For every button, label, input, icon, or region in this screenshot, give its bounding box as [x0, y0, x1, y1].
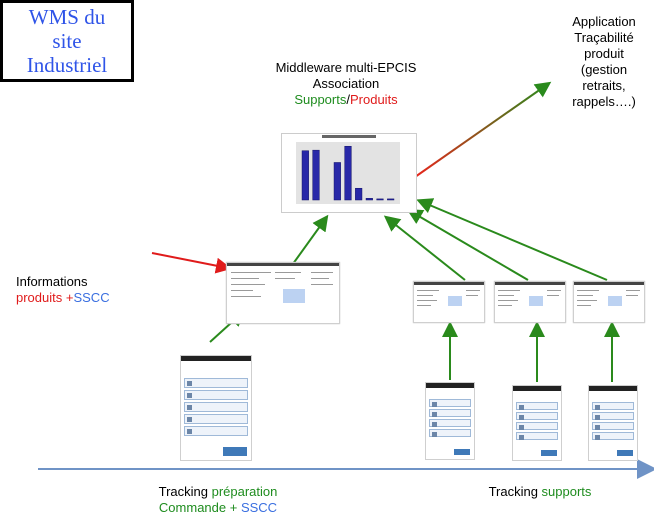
wms-box: WMS du site Industriel	[0, 0, 134, 82]
informations-line2: produits +SSCC	[16, 290, 110, 306]
wms-to-screen-arrow	[151, 252, 232, 274]
screenshot-supports-a	[413, 281, 485, 323]
produits-text: Produits	[349, 92, 398, 107]
phone-supports-b	[512, 385, 562, 461]
tracking-prefix: Tracking	[158, 484, 212, 499]
chart-bar	[312, 149, 320, 201]
middleware-to-application-arrow	[414, 81, 552, 178]
application-line: rappels….)	[572, 94, 636, 109]
chart-title-mark	[322, 135, 376, 138]
middleware-chart	[281, 133, 417, 213]
screen-to-middleware-arrow	[289, 214, 329, 269]
middleware-line3: Supports/Produits	[236, 92, 456, 108]
tracking-preparation-label: Tracking préparation Commande + SSCC	[128, 484, 308, 516]
tracking-prep-line1: Tracking préparation	[128, 484, 308, 500]
chart-bar	[376, 198, 384, 201]
chart-svg	[301, 145, 395, 201]
chart-bar	[333, 162, 341, 201]
slash-text: /	[346, 92, 350, 107]
middleware-label: Middleware multi-EPCIS Association Suppo…	[236, 60, 456, 108]
wms-line3: Industriel	[26, 53, 108, 77]
screenshot-supports-c	[573, 281, 645, 323]
chart-bar	[387, 198, 395, 201]
informations-line1: Informations	[16, 274, 88, 289]
middleware-line1: Middleware multi-EPCIS	[275, 60, 417, 75]
application-line: (gestion	[580, 62, 628, 77]
screenshot-wms-interface	[226, 262, 340, 324]
tracking-prep-line2: Commande + SSCC	[128, 500, 308, 516]
chart-plot-area	[296, 142, 400, 204]
screenshot-supports-b	[494, 281, 566, 323]
screen-a-to-middleware-arrow	[383, 215, 466, 281]
application-label: Application Traçabilité produit (gestion…	[556, 14, 652, 110]
tracking-prefix: Tracking	[488, 484, 542, 499]
application-line: Traçabilité	[574, 30, 634, 45]
wms-line2: site	[52, 29, 82, 53]
chart-bar	[365, 198, 373, 201]
chart-bar	[344, 145, 352, 201]
sscc-text: SSCC	[240, 500, 278, 515]
informations-label: Informations produits +SSCC	[16, 274, 110, 306]
application-line: retraits,	[582, 78, 626, 93]
chart-bar	[301, 150, 309, 201]
chart-bar	[355, 187, 363, 201]
application-line: produit	[584, 46, 624, 61]
plus-text: +	[62, 290, 74, 305]
plus-text: +	[226, 500, 241, 515]
supports-text: supports	[541, 484, 592, 499]
wms-line1: WMS du	[28, 5, 106, 29]
sscc-text: SSCC	[73, 290, 110, 305]
commande-text: Commande	[158, 500, 227, 515]
phone-preparation-app	[180, 355, 252, 461]
preparation-text: préparation	[211, 484, 278, 499]
application-line: Application	[572, 14, 636, 29]
supports-text: Supports	[294, 92, 347, 107]
produits-text: produits	[16, 290, 63, 305]
tracking-supports-label: Tracking supports	[460, 484, 620, 500]
screen-c-to-middleware-arrow	[416, 198, 608, 281]
phone-supports-c	[588, 385, 638, 461]
screen-b-to-middleware-arrow	[406, 208, 529, 281]
middleware-line2: Association	[312, 76, 380, 91]
phone-supports-a	[425, 382, 475, 460]
